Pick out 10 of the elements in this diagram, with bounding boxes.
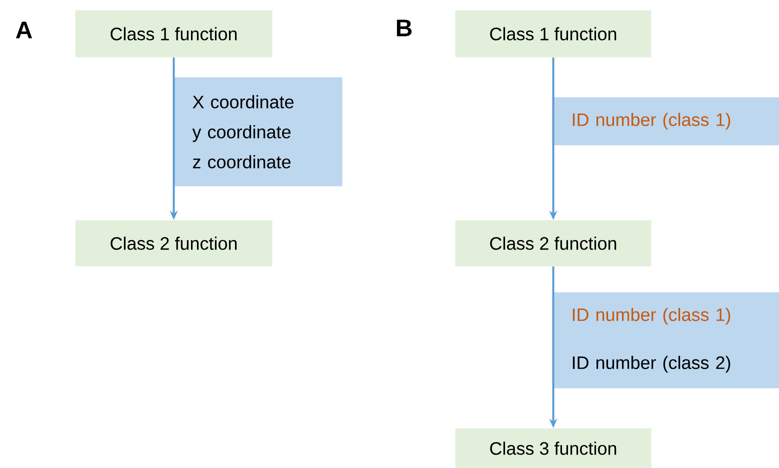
function-box: Class 3 function — [455, 428, 652, 468]
panel-label: A — [16, 22, 32, 38]
function-box: Class 2 function — [75, 220, 272, 266]
annotation-box: ID number (class 1) — [553, 97, 779, 146]
annotation-box: X coordinate y coordinate z coordinate — [174, 77, 342, 186]
function-box: Class 1 function — [75, 10, 272, 58]
function-box: Class 1 function — [455, 10, 652, 58]
function-box: Class 2 function — [455, 220, 652, 266]
annotation-box: ID number (class 1) ID number (class 2) — [553, 292, 779, 388]
panel-label: B — [396, 20, 412, 36]
